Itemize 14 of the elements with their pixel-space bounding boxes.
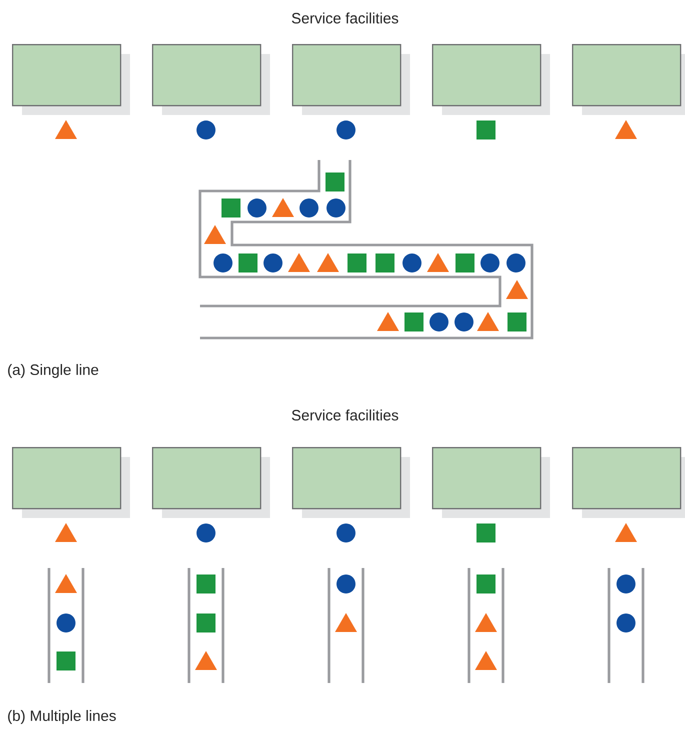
service-box bbox=[152, 447, 270, 518]
service-box bbox=[12, 447, 130, 518]
service-box bbox=[292, 44, 410, 115]
heading: Service facilities bbox=[292, 12, 398, 24]
service-box bbox=[432, 44, 550, 115]
service-box bbox=[572, 447, 685, 518]
heading: Service facilities bbox=[292, 410, 398, 420]
service-box bbox=[572, 44, 685, 115]
service-box bbox=[12, 44, 130, 115]
service-box bbox=[152, 44, 270, 115]
caption: (a) Single line bbox=[8, 364, 98, 378]
caption: (b) Multiple lines bbox=[8, 710, 116, 724]
service-box bbox=[432, 447, 550, 518]
service-box bbox=[292, 447, 410, 518]
